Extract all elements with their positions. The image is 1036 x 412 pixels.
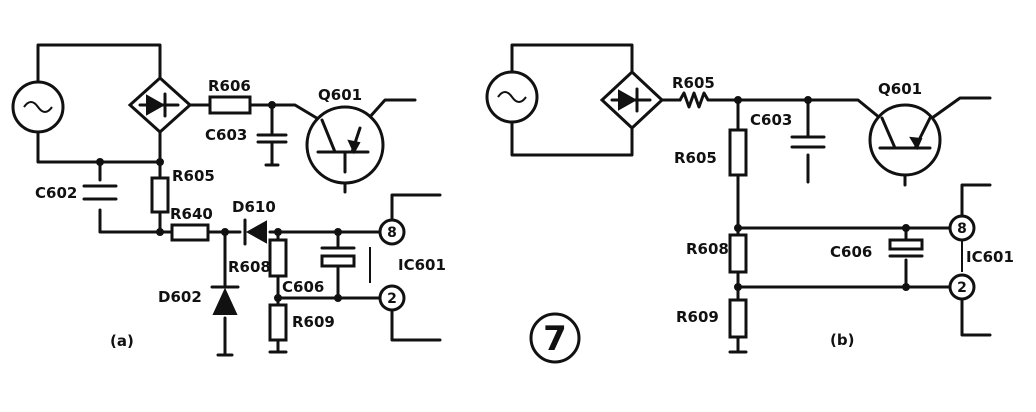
ic601-pin-2: 2 [948,273,976,301]
label-ic601: IC601 [398,256,446,274]
label-r606: R606 [208,77,251,95]
label-d610: D610 [232,198,276,216]
wire [960,183,992,217]
label-c603: C603 [205,126,247,144]
diode-d602 [210,285,240,315]
resistor-r606 [208,95,252,115]
junction-dots [734,96,910,291]
resistor-r605-zigzag [678,91,714,109]
ic601-pin-8: 8 [948,214,976,242]
label-r608: R608 [228,258,271,276]
circuit-a: R606 C603 Q601 C602 R605 [11,43,446,357]
capacitor-c603 [790,123,826,149]
resistor-r608 [728,233,748,274]
ac-source [485,70,539,124]
label-c602: C602 [35,184,77,202]
svg-text:2: 2 [387,291,397,307]
wire [270,103,322,122]
caption-a: (a) [110,332,134,350]
wire [36,130,162,164]
resistor-r609 [268,303,288,342]
wire [390,308,442,342]
label-r640: R640 [170,205,213,223]
svg-text:8: 8 [387,225,397,241]
capacitor-c602 [82,184,118,201]
capacitor-c606 [320,246,356,268]
figure-number-badge: 7 [529,312,581,364]
wire [98,208,174,234]
capacitor-c603 [256,123,288,167]
diode-d610 [243,218,267,246]
circuit-b: R605 R605 C603 Q601 R608 C606 [485,43,1014,354]
wire [510,120,634,157]
wire [960,298,992,337]
ic601-pin-2: 2 [378,284,406,312]
label-c603: C603 [750,111,792,129]
svg-text:8: 8 [957,221,967,237]
wire [510,43,634,74]
wire [930,96,992,120]
label-r605-side: R605 [674,149,717,167]
resistor-r640 [170,223,210,242]
label-c606: C606 [830,243,872,261]
ac-source [11,80,65,134]
resistor-r605 [150,176,170,214]
resistor-r609 [728,298,748,339]
wire [710,98,882,120]
label-c606: C606 [282,278,324,296]
transistor-q601 [305,105,385,185]
bridge-rectifier [599,69,665,131]
wire [390,193,442,222]
figure-number: 7 [543,319,567,359]
capacitor-c606 [888,238,924,258]
label-q601: Q601 [878,80,922,98]
bridge-rectifier [127,75,193,135]
label-d602: D602 [158,288,202,306]
junction-dots [96,101,342,302]
label-r605-top: R605 [672,74,715,92]
label-r609: R609 [676,308,719,326]
svg-text:2: 2 [957,280,967,296]
label-r605: R605 [172,167,215,185]
resistor-r608 [268,238,288,278]
resistor-r605-side [728,128,748,177]
wire [248,103,274,127]
ic601-pin-8: 8 [378,218,406,246]
label-ic601: IC601 [966,248,1014,266]
transistor-q601 [868,103,942,177]
wire [36,43,162,84]
label-r609: R609 [292,313,335,331]
caption-b: (b) [830,331,854,349]
label-q601: Q601 [318,86,362,104]
label-r608: R608 [686,240,729,258]
